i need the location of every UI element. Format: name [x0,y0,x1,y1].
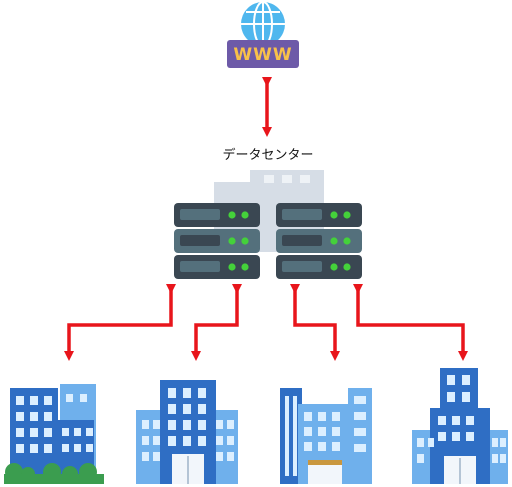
www-badge: WWW [227,40,299,68]
building-4 [412,368,508,484]
datacenter-label: データセンター [222,148,314,163]
globe-icon [241,1,285,47]
server-rack-right [276,203,362,279]
www-node: WWW [227,1,299,68]
tree-icon [4,463,104,484]
building-3 [280,388,372,484]
building-2 [136,380,238,484]
server-rack-left [174,203,260,279]
arrow-building-3 [290,284,340,361]
arrow-building-2 [191,284,242,361]
www-label: WWW [233,45,292,65]
arrow-building-1 [64,284,176,361]
arrow-building-4 [353,284,468,361]
building-1 [4,384,104,484]
